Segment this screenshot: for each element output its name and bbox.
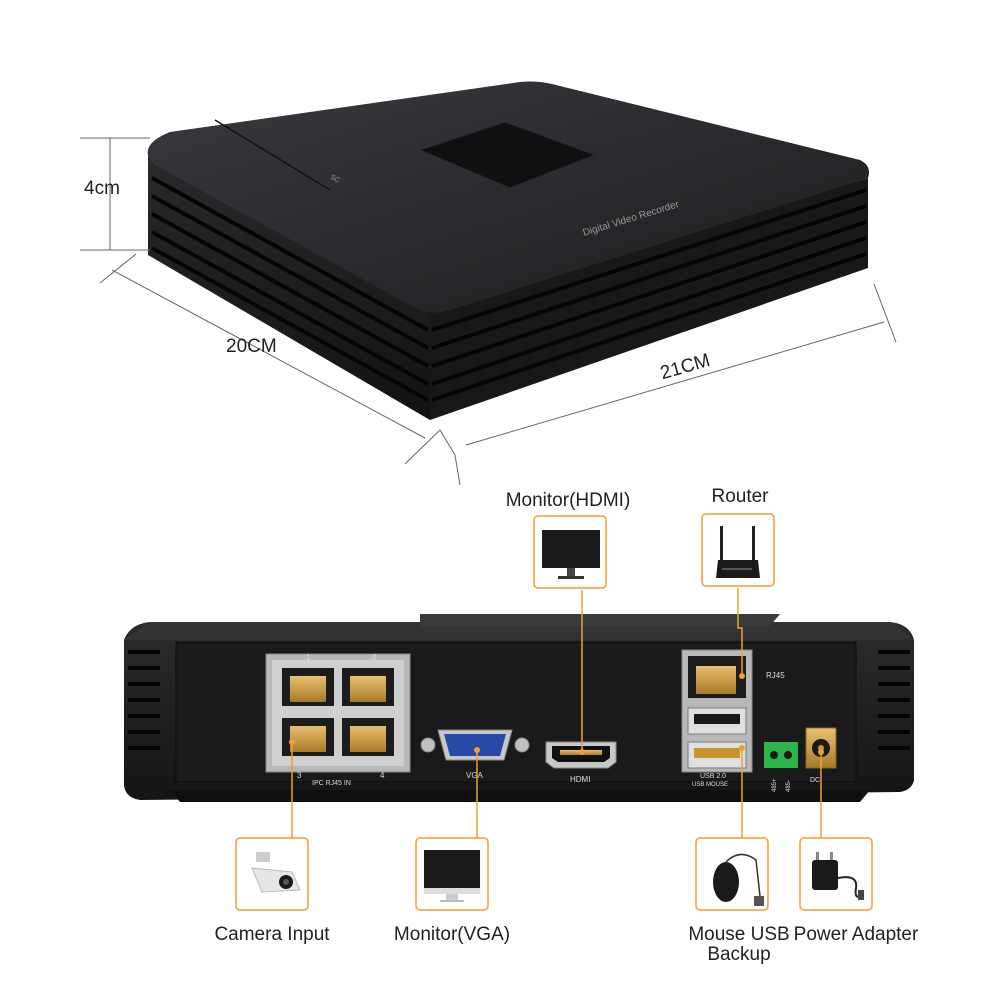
poe-label-4: 4 — [380, 771, 385, 780]
monitor-hdmi-label: Monitor(HDMI) — [505, 490, 631, 511]
router-label: Router — [711, 486, 769, 507]
vga-port — [420, 729, 530, 761]
dc-label: DC — [810, 777, 820, 784]
monitor-vga-label: Monitor(VGA) — [393, 924, 511, 945]
power-adapter-icon — [812, 852, 864, 900]
usb-label: USB 2.0 — [700, 773, 726, 780]
dvr-top-view: Digital Video Recorder SC — [147, 81, 870, 420]
poe-label-2: 2 — [372, 653, 377, 662]
dimension-lines — [80, 137, 897, 486]
router-icon — [716, 526, 760, 578]
mouse-backup-label: Backup — [707, 944, 771, 965]
usb-port — [687, 707, 747, 769]
connector-dots — [289, 673, 824, 755]
poe-label-3: 3 — [297, 771, 302, 780]
imac-icon — [424, 850, 480, 902]
poe-group-label: IPC RJ45 IN — [312, 780, 351, 787]
depth-dimension-label: 20CM — [226, 336, 277, 357]
mouse-usb-label: Mouse USB — [688, 924, 790, 945]
camera-icon — [251, 852, 301, 893]
dvr-back-view: 1 2 3 4 IPC RJ45 IN VGA HDMI — [124, 614, 914, 802]
connector-lines — [291, 588, 822, 838]
hdmi-port — [545, 741, 617, 769]
vga-label: VGA — [466, 771, 484, 780]
monitor-icon — [542, 530, 600, 579]
rj45-port — [282, 668, 394, 756]
power-adapter-label: Power Adapter — [793, 924, 919, 945]
hdmi-label: HDMI — [570, 775, 590, 784]
height-dimension-label: 4cm — [84, 178, 120, 199]
rs485-b-label: 485- — [786, 780, 792, 792]
mouse-icon — [713, 853, 764, 906]
rj45-label: RJ45 — [766, 671, 785, 680]
device-front-text: SC — [329, 174, 341, 185]
rj45-network-port — [688, 656, 746, 698]
usb-sub-label: USB MOUSE — [692, 782, 728, 788]
camera-input-label: Camera Input — [214, 924, 330, 945]
rs485-terminal — [764, 742, 798, 768]
poe-label-1: 1 — [306, 653, 311, 662]
rs485-a-label: 485+ — [772, 778, 778, 792]
